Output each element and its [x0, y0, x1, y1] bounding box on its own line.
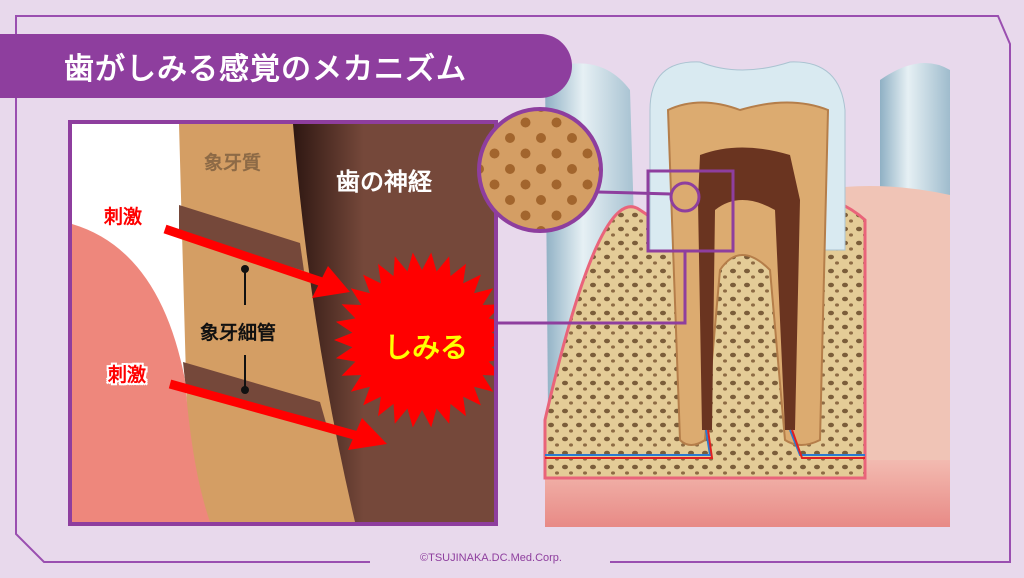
stimulus-label-upper: 刺激 — [104, 206, 143, 228]
dentinal-tubule-upper — [179, 205, 304, 271]
nerve-label: 歯の神経 — [336, 168, 432, 196]
stimulus-arrow-upper — [163, 224, 350, 298]
magnifier-callout — [496, 169, 735, 325]
stimulus-label-lower: 刺激 — [108, 364, 147, 386]
gum-area — [72, 224, 210, 522]
sensitivity-label: しみる — [384, 331, 469, 364]
title-banner — [0, 34, 572, 98]
zoom-region-circle — [669, 181, 701, 213]
magnified-dentin-circle — [477, 107, 603, 233]
right-tooth — [880, 62, 950, 201]
tooth-cross-section-illustration — [543, 57, 950, 527]
dentin-closeup-panel — [72, 124, 494, 522]
dentinal-tubule-lower — [183, 362, 328, 430]
outer-frame — [15, 15, 1011, 563]
dentinal-tubule-label: 象牙細管 — [200, 322, 277, 344]
dentin-label: 象牙質 — [204, 152, 262, 174]
sensitivity-burst — [334, 252, 494, 428]
stimulus-arrow-lower — [168, 379, 387, 450]
pulp-canal — [698, 147, 800, 430]
page-title: 歯がしみる感覚のメカニズム — [64, 52, 467, 87]
copyright-gap — [370, 555, 610, 567]
zoom-region-box — [646, 169, 735, 253]
copyright: ©TSUJINAKA.DC.Med.Corp. — [420, 552, 562, 564]
